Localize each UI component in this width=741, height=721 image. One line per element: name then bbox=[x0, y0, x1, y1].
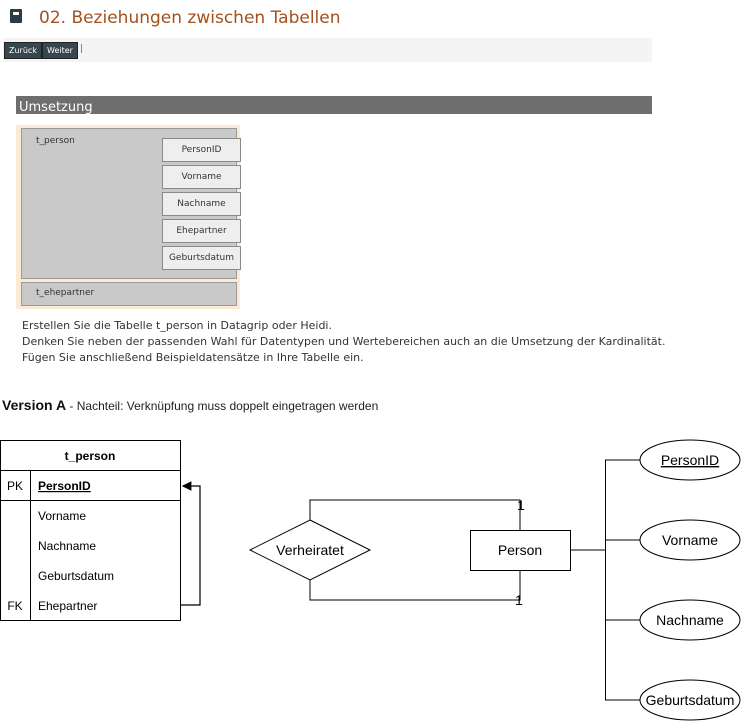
instruction-line: Fügen Sie anschließend Beispieldatensätz… bbox=[22, 351, 364, 364]
attribute-ellipse bbox=[639, 519, 741, 561]
fk-key: FK bbox=[7, 599, 22, 613]
attribute-ellipse bbox=[639, 439, 741, 481]
instruction-line: Denken Sie neben der passenden Wahl für … bbox=[22, 335, 666, 348]
relational-table: t_person PK PersonID Vorname Nachname Ge… bbox=[0, 440, 201, 621]
attribute-ellipse bbox=[639, 599, 741, 641]
cardinality-top: 1 bbox=[517, 497, 525, 513]
foreign-key-arrow bbox=[180, 481, 201, 606]
section-header: Umsetzung bbox=[16, 96, 652, 115]
mockup-field: PersonID bbox=[162, 138, 241, 162]
entity-label: Person bbox=[498, 542, 542, 558]
relationship-line-bottom bbox=[309, 570, 521, 601]
er-diagram: Verheiratet 1 1 Person PersonID Vorname … bbox=[248, 439, 741, 721]
attribute-label: Geburtsdatum bbox=[646, 692, 735, 708]
version-note: - Nachteil: Verknüpfung muss doppelt ein… bbox=[66, 399, 379, 413]
table-field: Nachname bbox=[38, 539, 96, 553]
nav-separator: | bbox=[80, 44, 84, 54]
back-button[interactable]: Zurück bbox=[4, 42, 42, 59]
attribute-label: Nachname bbox=[656, 612, 724, 628]
navigation-bar: Zurück Weiter | bbox=[3, 38, 652, 62]
table-field: Vorname bbox=[38, 509, 86, 523]
mockup-footer-name: t_ehepartner bbox=[36, 288, 95, 298]
mockup-field: Vorname bbox=[162, 165, 241, 189]
attribute-label: Vorname bbox=[662, 532, 718, 548]
pk-field: PersonID bbox=[38, 479, 91, 493]
next-button[interactable]: Weiter bbox=[42, 42, 78, 59]
page-title: 02. Beziehungen zwischen Tabellen bbox=[39, 8, 341, 28]
mockup-footer-box: t_ehepartner bbox=[21, 282, 237, 306]
book-icon bbox=[10, 9, 22, 23]
mockup-table-name: t_person bbox=[36, 136, 75, 146]
table-frame bbox=[0, 440, 181, 621]
mockup-field: Nachname bbox=[162, 192, 241, 216]
instructions: Erstellen Sie die Tabelle t_person in Da… bbox=[22, 318, 665, 366]
instruction-line: Erstellen Sie die Tabelle t_person in Da… bbox=[22, 319, 332, 332]
relationship-label: Verheiratet bbox=[276, 542, 344, 558]
relationship-line-top bbox=[309, 499, 521, 530]
mockup-field: Ehepartner bbox=[162, 219, 241, 243]
mockup-table-box: t_person PersonID Vorname Nachname Ehepa… bbox=[21, 128, 241, 279]
cardinality-bottom: 1 bbox=[515, 592, 523, 608]
attribute-ellipse bbox=[639, 679, 741, 721]
attribute-label-key: PersonID bbox=[661, 452, 719, 468]
version-label: Version A bbox=[2, 397, 67, 413]
table-field: Ehepartner bbox=[38, 599, 97, 613]
version-heading: Version A - Nachteil: Verknüpfung muss d… bbox=[2, 397, 378, 414]
section-title: Umsetzung bbox=[19, 100, 93, 115]
table-field: Geburtsdatum bbox=[38, 569, 114, 583]
mockup-field: Geburtsdatum bbox=[162, 246, 241, 270]
pk-key: PK bbox=[7, 479, 23, 493]
table-title: t_person bbox=[65, 449, 116, 463]
